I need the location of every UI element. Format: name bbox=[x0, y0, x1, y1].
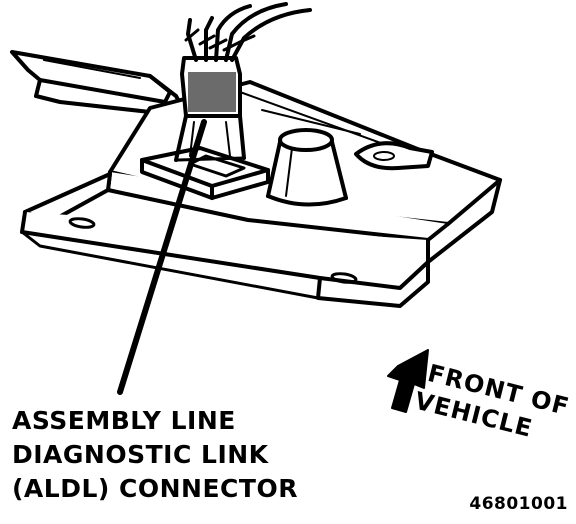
mounting-arm bbox=[10, 50, 190, 120]
conical-boss bbox=[266, 128, 348, 207]
aldl-connector-body bbox=[174, 56, 246, 162]
callout-line-2: DIAGNOSTIC LINK bbox=[12, 440, 269, 469]
front-arrow-icon bbox=[387, 349, 429, 413]
figure-id: 46801001 bbox=[469, 494, 568, 514]
aldl-callout-label: ASSEMBLY LINE DIAGNOSTIC LINK (ALDL) CON… bbox=[12, 404, 298, 506]
wire-harness bbox=[184, 2, 312, 62]
retaining-clip bbox=[354, 141, 434, 171]
callout-line-1: ASSEMBLY LINE bbox=[12, 406, 236, 435]
mounting-plate bbox=[20, 80, 502, 308]
connector-base bbox=[140, 146, 270, 200]
callout-leader-line bbox=[117, 119, 207, 395]
callout-line-3: (ALDL) CONNECTOR bbox=[12, 474, 298, 503]
